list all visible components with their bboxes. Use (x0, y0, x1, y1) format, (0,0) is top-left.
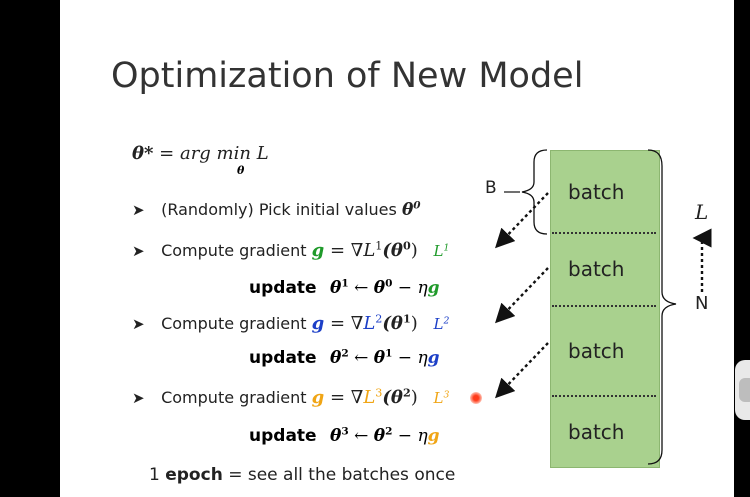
bullet-arrow-icon: ➤ (132, 315, 145, 333)
theta0: θ0 (401, 199, 421, 220)
objective-formula: θ* = arg min L (132, 143, 269, 164)
step-gradient-3-text: Compute gradient (161, 388, 307, 407)
step-gradient-3: ➤ Compute gradient g = ∇L3(θ2) L3 (132, 387, 449, 408)
batch-label-4: batch (568, 420, 625, 444)
step-gradient-1-text: Compute gradient (161, 241, 307, 260)
right-brace (647, 149, 677, 465)
argmin-text: = arg min (159, 143, 251, 164)
bullet-arrow-icon: ➤ (132, 389, 145, 407)
update-1: update θ1 ← θ0 − ηg (249, 278, 440, 298)
step-gradient-1: ➤ Compute gradient g = ∇L1(θ0) L1 (132, 240, 449, 261)
gradient-3-formula: g = ∇L3(θ2) (311, 386, 418, 408)
slide-title: Optimization of New Model (111, 56, 584, 96)
batch-column (550, 150, 660, 468)
batch-separator (552, 305, 656, 307)
update-3: update θ3 ← θ2 − ηg (249, 426, 440, 446)
epoch-word: epoch (165, 465, 223, 485)
diagram-overlay (495, 149, 712, 465)
step-gradient-2: ➤ Compute gradient g = ∇L2(θ1) L2 (132, 313, 449, 334)
update-1-formula: θ1 ← θ0 − ηg (329, 277, 440, 298)
batch-label-2: batch (568, 257, 625, 281)
epoch-line: 1 epoch = see all the batches once (149, 465, 456, 485)
update-3-word: update (249, 426, 317, 446)
epoch-rest: = see all the batches once (228, 465, 456, 485)
step-init-text: (Randomly) Pick initial values (161, 200, 397, 219)
batch-separator (552, 232, 656, 234)
loss-tag-2: L2 (433, 315, 450, 333)
theta-star: θ* (132, 143, 154, 164)
slide: Optimization of New Model θ* = arg min L… (60, 0, 734, 497)
argmin-subscript: θ (237, 164, 245, 177)
batch3-arrow (495, 342, 549, 399)
step-init: ➤ (Randomly) Pick initial values θ0 (132, 200, 421, 220)
update-2-word: update (249, 348, 317, 368)
update-2-formula: θ2 ← θ1 − ηg (329, 347, 440, 368)
loss-tag-3: L3 (433, 389, 450, 407)
batch1-arrow (495, 192, 549, 249)
update-2: update θ2 ← θ1 − ηg (249, 348, 440, 368)
update-1-word: update (249, 278, 317, 298)
loss-label: L (695, 200, 709, 224)
batch-label-3: batch (568, 339, 625, 363)
left-brace (521, 149, 548, 235)
batch2-arrow (495, 267, 549, 324)
batch-label-1: batch (568, 180, 625, 204)
loss-tag-1: L1 (433, 242, 450, 260)
total-size-label: N (695, 293, 709, 314)
batch-size-label: B (485, 178, 497, 198)
side-panel-handle-icon (739, 378, 750, 402)
side-panel-toggle-button[interactable] (735, 360, 750, 420)
laser-pointer-icon (470, 392, 482, 404)
update-3-formula: θ3 ← θ2 − ηg (329, 425, 440, 446)
step-gradient-2-text: Compute gradient (161, 314, 307, 333)
gradient-2-formula: g = ∇L2(θ1) (311, 312, 418, 334)
bullet-arrow-icon: ➤ (132, 242, 145, 260)
gradient-1-formula: g = ∇L1(θ0) (311, 239, 418, 261)
batch-separator (552, 395, 656, 397)
loss-symbol: L (256, 143, 269, 164)
bullet-arrow-icon: ➤ (132, 201, 145, 219)
